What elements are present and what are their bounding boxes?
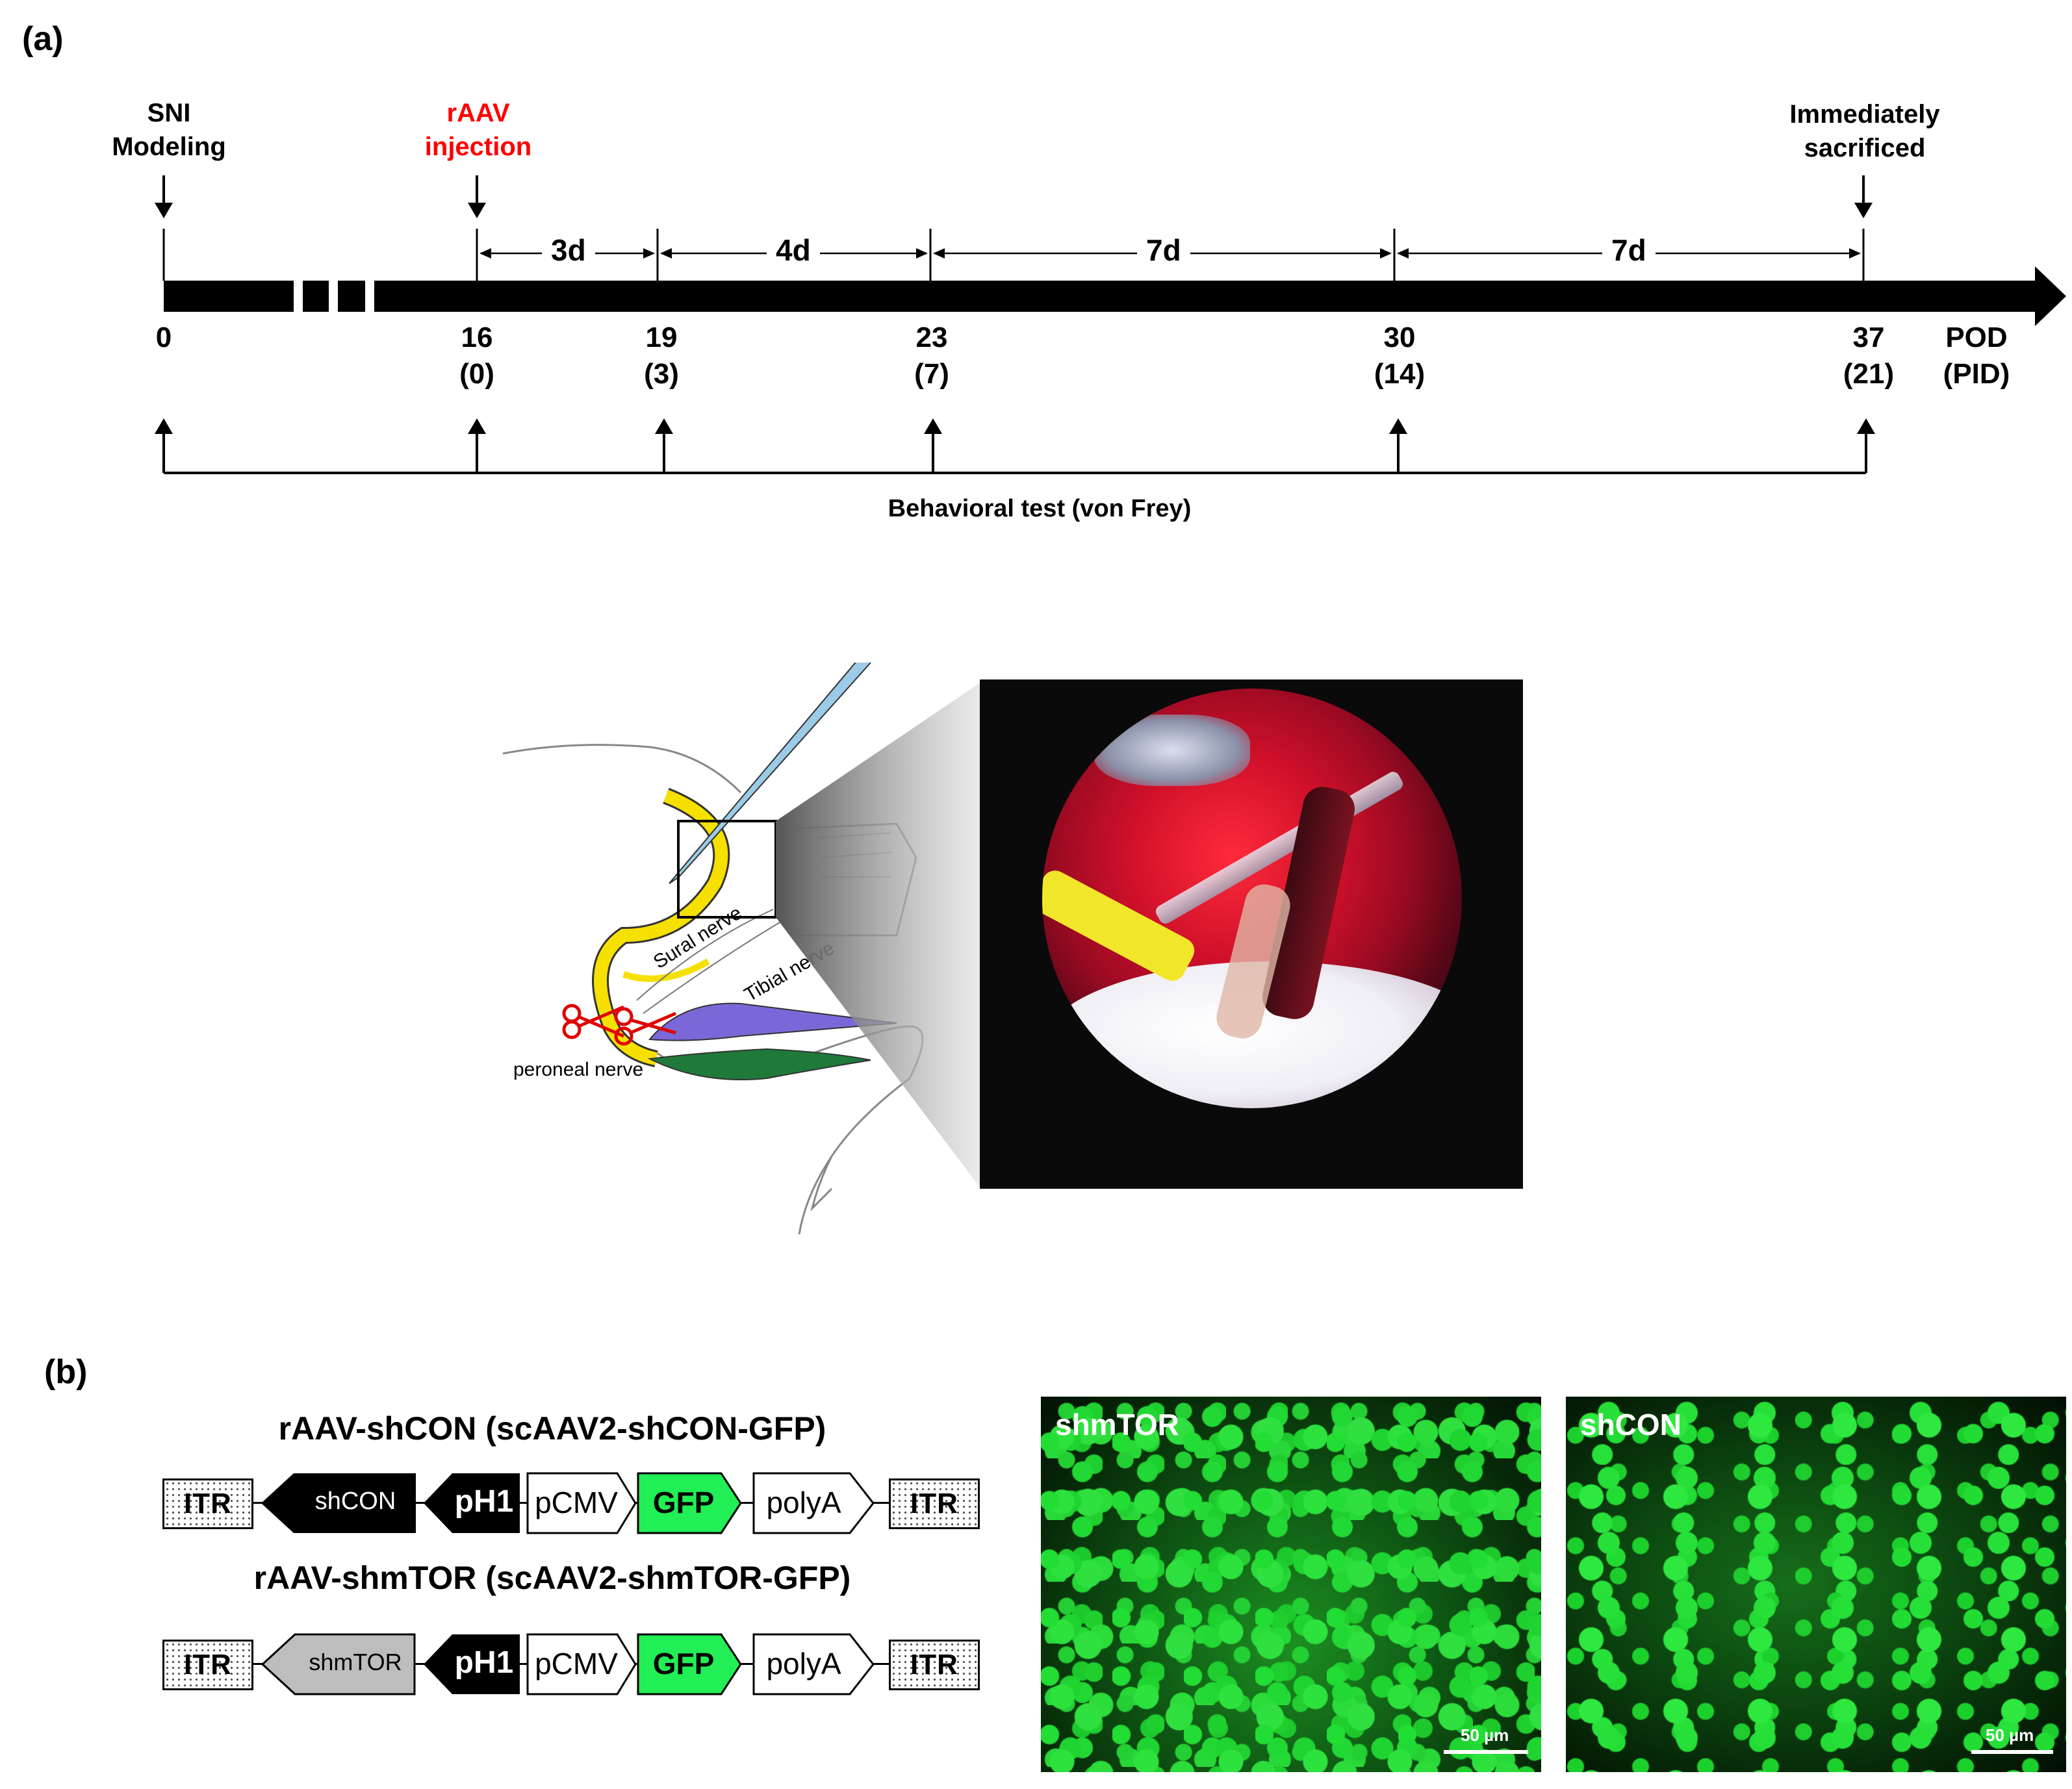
raav-injection-label: rAAV injection <box>381 96 576 164</box>
image-label-shcon: shCON <box>1580 1408 1682 1441</box>
tick-pod: 23 <box>915 322 948 353</box>
construct1-title: rAAV-shCON (scAAV2-shCON-GFP) <box>278 1410 826 1447</box>
surgery-photo <box>980 679 1523 1189</box>
itr-left: ITR <box>162 1640 253 1690</box>
fluorescence-image-shmtor: shmTOR 50 µm <box>1041 1397 1541 1772</box>
pid-label: (PID) <box>1943 358 2010 390</box>
scissors-icon <box>562 1004 676 1046</box>
tick-pod: 30 <box>1383 322 1416 353</box>
panel-b-label: (b) <box>44 1353 88 1391</box>
scale-bar-2 <box>1971 1750 2053 1754</box>
tick-23: 23 (7) <box>867 320 997 392</box>
tick-pid: (3) <box>644 358 679 390</box>
leg-anatomy-sketch <box>502 663 924 1234</box>
polya-label: polyA <box>766 1647 841 1681</box>
tick-pid: (21) <box>1843 358 1895 390</box>
itr-right: ITR <box>889 1640 980 1690</box>
duration-3d: 3d <box>542 233 595 268</box>
behavioral-test-label: Behavioral test (von Frey) <box>888 495 1192 522</box>
duration-7d-2: 7d <box>1602 233 1656 268</box>
image-label-shmtor: shmTOR <box>1055 1408 1179 1441</box>
raav-label-line1: rAAV <box>446 99 510 127</box>
raav-label-line2: injection <box>424 133 532 161</box>
tick-pod: 16 <box>461 322 493 353</box>
sni-label-line2: Modeling <box>112 133 226 161</box>
panel-a-label: (a) <box>22 20 64 58</box>
tick-pid: (14) <box>1374 358 1426 390</box>
tick-16: 16 (0) <box>412 320 542 392</box>
shcon-label: shCON <box>314 1488 396 1515</box>
pod-label: POD <box>1945 322 2008 353</box>
tick-0: 0 <box>99 320 229 356</box>
tick-pid: (7) <box>914 358 949 390</box>
shmtor-block <box>261 1633 416 1695</box>
duration-4d: 4d <box>767 233 820 268</box>
construct1-map: ITR shCON pH1 pCMV GFP polyA ITR <box>162 1471 981 1536</box>
down-arrows <box>162 175 1865 205</box>
pcmv-gfp-blocks <box>526 1472 742 1534</box>
axis-unit-label: POD (PID) <box>1918 320 2035 392</box>
timeline-diagram <box>155 175 2066 474</box>
tick-30: 30 (14) <box>1335 320 1464 392</box>
peroneal-nerve-label: peroneal nerve <box>513 1059 644 1080</box>
sacrificed-label-line1: Immediately <box>1789 100 1940 129</box>
ph1-block-2 <box>424 1634 520 1694</box>
microscope-view <box>1042 689 1462 1108</box>
gfp-label: GFP <box>652 1486 715 1519</box>
ph1-label: pH1 <box>454 1484 514 1519</box>
tick-pod: 37 <box>1852 322 1885 353</box>
pcmv-gfp-blocks <box>526 1633 742 1695</box>
duration-7d-1: 7d <box>1137 233 1190 268</box>
itr-right: ITR <box>889 1478 980 1529</box>
itr-left: ITR <box>162 1478 253 1529</box>
tick-19: 19 (3) <box>596 320 726 392</box>
polya-block-2 <box>752 1633 875 1695</box>
sacrificed-label-line2: sacrificed <box>1804 134 1926 162</box>
shmtor-label: shmTOR <box>309 1649 402 1675</box>
scale-bar-1 <box>1444 1750 1528 1754</box>
shcon-block <box>261 1473 416 1533</box>
tick-37: 37 (21) <box>1804 320 1934 392</box>
construct2-map: ITR shmTOR pH1 pCMV GFP polyA ITR <box>162 1632 981 1697</box>
construct2-title: rAAV-shmTOR (scAAV2-shmTOR-GFP) <box>253 1560 851 1596</box>
sni-label-line1: SNI <box>147 99 191 127</box>
tick-pid: (0) <box>459 358 494 390</box>
zoom-cone <box>776 682 981 1189</box>
ph1-label: pH1 <box>454 1645 514 1680</box>
tick-pod: 0 <box>155 322 172 353</box>
sacrificed-label: Immediately sacrificed <box>1754 97 1975 165</box>
polya-block-1 <box>752 1472 875 1534</box>
sni-modeling-label: SNI Modeling <box>71 96 266 164</box>
pcmv-label: pCMV <box>535 1486 618 1519</box>
fluorescence-image-shcon: shCON 50 µm <box>1566 1397 2066 1772</box>
ph1-block-1 <box>424 1473 520 1533</box>
tick-pod: 19 <box>645 322 678 353</box>
gfp-label: GFP <box>652 1647 715 1681</box>
timeline-axis <box>164 266 2066 326</box>
scale-label-2: 50 µm <box>1986 1725 2034 1745</box>
pcmv-label: pCMV <box>535 1647 618 1681</box>
polya-label: polyA <box>766 1486 841 1519</box>
scale-label-1: 50 µm <box>1461 1725 1509 1745</box>
